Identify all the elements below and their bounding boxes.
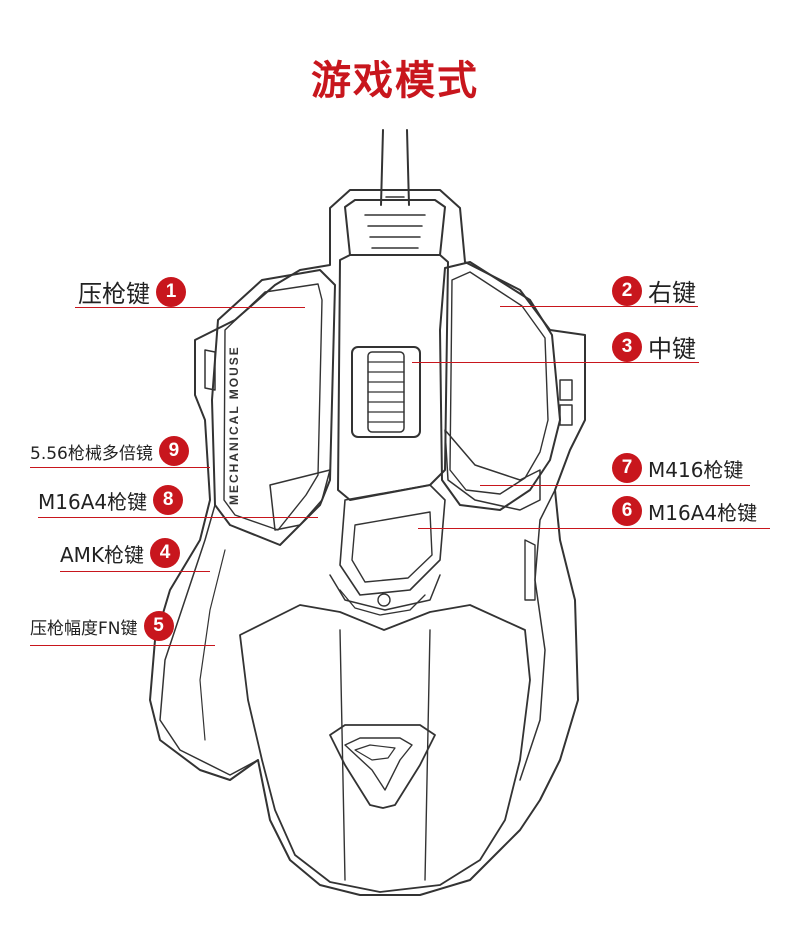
page-title: 游戏模式	[311, 58, 479, 104]
callout-number-badge: 5	[143, 611, 174, 641]
callout-label: AMK枪键	[60, 542, 145, 567]
callout-number-badge: 1	[156, 276, 186, 307]
callout-number-badge: 8	[153, 485, 184, 515]
callout-number-badge: 6	[612, 496, 642, 526]
callout-number-badge: 4	[150, 538, 181, 568]
callout-leader-line	[480, 485, 750, 486]
callout-leader-line	[500, 306, 698, 307]
callout-leader-line	[412, 362, 699, 363]
scroll-wheel	[351, 346, 421, 438]
left-button-shape	[211, 269, 336, 546]
callout-number-badge: 2	[612, 275, 642, 306]
callout-label: 5.56枪械多倍镜	[30, 443, 153, 464]
callout-number-badge: 3	[612, 331, 642, 362]
callout-leader-line	[60, 571, 210, 572]
mouse-body-outline	[149, 189, 586, 896]
callout-label: M16A4枪键	[38, 489, 148, 514]
callout-label: 右键	[648, 279, 696, 307]
callout-leader-line	[38, 517, 318, 518]
callout-number-badge: 9	[158, 436, 189, 466]
callout-number-badge: 7	[612, 453, 642, 483]
callout-label: 压枪键	[78, 280, 150, 308]
callout-label: 中键	[648, 335, 696, 363]
callout-leader-line	[75, 307, 305, 308]
mouse-engraved-text: MECHANICAL MOUSE	[227, 345, 241, 505]
callout-leader-line	[418, 528, 770, 529]
callout-leader-line	[30, 467, 210, 468]
callout-label: M416枪键	[648, 457, 744, 482]
callout-leader-line	[30, 645, 215, 646]
callout-label: M16A4枪键	[648, 500, 758, 525]
palm-rest	[239, 604, 531, 893]
callout-label: 压枪幅度FN键	[30, 618, 138, 639]
brand-logo-icon	[329, 724, 436, 809]
